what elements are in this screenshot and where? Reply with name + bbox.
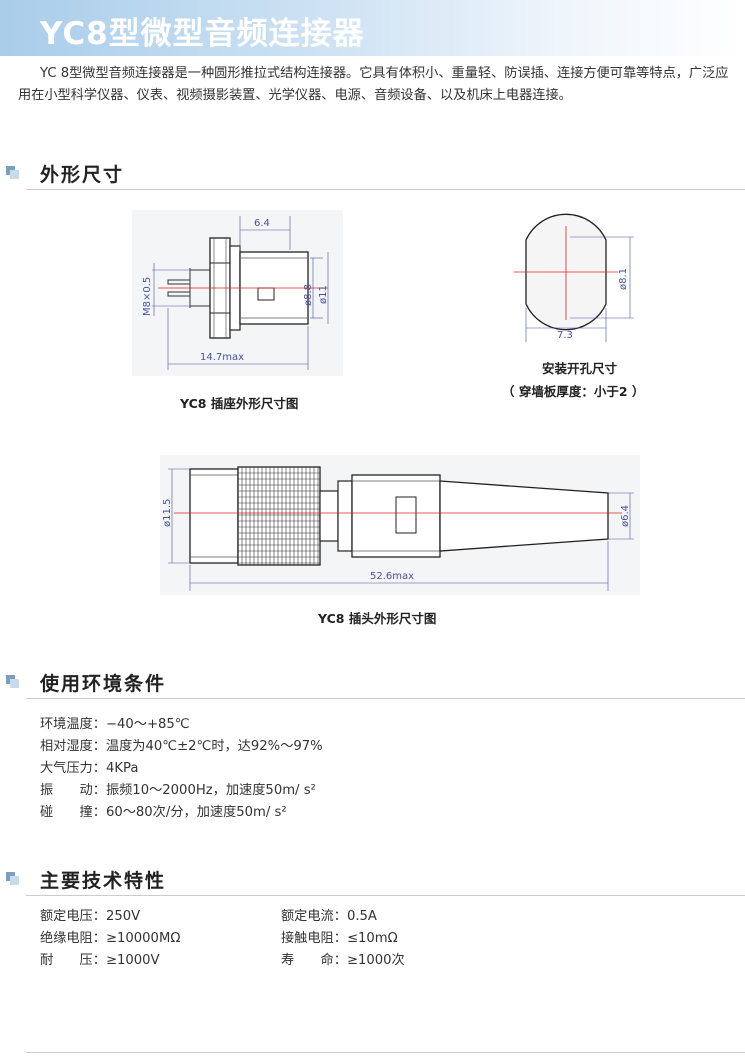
env-row: 大气压力：4KPa [40, 757, 138, 776]
env-label: 大气压力： [40, 761, 106, 776]
hole-caption: 安装开孔尺寸 [542, 361, 618, 376]
section-divider [26, 895, 745, 896]
env-value: 60～80次/分，加速度50m/ s² [105, 805, 287, 820]
intro-paragraph: YC 8型微型音频连接器是一种圆形推拉式结构连接器。它具有体积小、重量轻、防误插… [18, 66, 729, 103]
socket-caption: YC8 插座外形尺寸图 [180, 396, 299, 411]
tech-value: ≤10mΩ [346, 931, 398, 946]
section-divider [26, 189, 745, 190]
tech-value: ≥1000次 [346, 953, 405, 968]
tech-value: ≥10000MΩ [105, 931, 181, 946]
tech-label: 额定电流： [281, 909, 347, 924]
panel-hole-drawing: ø8.1 7.3 [500, 208, 640, 343]
tech-label: 额定电压： [40, 909, 106, 924]
section-bullet-icon [6, 675, 19, 688]
page-title: YC8型微型音频连接器 [40, 16, 365, 52]
tech-value: ≥1000V [105, 953, 160, 968]
tech-value: 0.5A [346, 909, 377, 924]
tech-row: 额定电流：0.5A [281, 905, 377, 924]
tech-row: 额定电压：250V [40, 905, 140, 924]
section-title: 外形尺寸 [40, 164, 125, 186]
hole-dia-label: ø8.1 [618, 268, 629, 290]
section-title: 主要技术特性 [40, 870, 167, 892]
socket-drawing: 6.4 M8×0.5 ø8.8 ø11 14.7max [132, 210, 343, 376]
section-bullet-icon [6, 166, 19, 179]
socket-length-label: 14.7max [200, 352, 244, 363]
socket-inner-dia-label: ø8.8 [303, 284, 314, 306]
env-value: 温度为40℃±2℃时，达92%～97% [105, 739, 323, 754]
env-row: 振 动：振频10～2000Hz，加速度50m/ s² [40, 779, 316, 798]
section-bullet-icon [6, 872, 19, 885]
env-row: 相对湿度：温度为40℃±2℃时，达92%～97% [40, 735, 323, 754]
hole-flat-label: 7.3 [557, 330, 573, 341]
tech-label: 绝缘电阻： [40, 931, 106, 946]
hole-note: （ 穿墙板厚度：小于2 ） [502, 384, 645, 399]
tech-row: 绝缘电阻：≥10000MΩ [40, 927, 180, 946]
env-value: 振频10～2000Hz，加速度50m/ s² [105, 783, 316, 798]
title-bar: YC8型微型音频连接器 [0, 0, 745, 56]
tech-row: 寿 命：≥1000次 [281, 949, 405, 968]
tech-label: 寿 命： [281, 953, 347, 968]
tech-row: 耐 压：≥1000V [40, 949, 160, 968]
env-label: 环境温度： [40, 717, 106, 732]
section-title: 使用环境条件 [40, 673, 167, 695]
tech-label: 接触电阻： [281, 931, 347, 946]
footer-divider [26, 1052, 745, 1053]
plug-body-dia-label: ø11.5 [162, 499, 173, 527]
knurl-pattern [238, 467, 320, 565]
socket-width-label: 6.4 [254, 218, 270, 229]
tech-label: 耐 压： [40, 953, 106, 968]
plug-caption: YC8 插头外形尺寸图 [318, 611, 437, 626]
env-value: −40～+85℃ [105, 717, 190, 732]
plug-drawing: ø11.5 ø6.4 52.6max [160, 455, 640, 595]
env-row: 碰 撞：60～80次/分，加速度50m/ s² [40, 801, 287, 820]
plug-length-label: 52.6max [370, 571, 414, 582]
env-label: 碰 撞： [40, 805, 106, 820]
env-label: 振 动： [40, 783, 106, 798]
tech-row: 接触电阻：≤10mΩ [281, 927, 398, 946]
env-value: 4KPa [105, 761, 139, 776]
socket-outer-dia-label: ø11 [318, 285, 329, 304]
env-label: 相对湿度： [40, 739, 106, 754]
section-divider [26, 698, 745, 699]
env-row: 环境温度：−40～+85℃ [40, 713, 190, 732]
tech-value: 250V [105, 909, 141, 924]
plug-tail-dia-label: ø6.4 [620, 505, 631, 527]
socket-thread-label: M8×0.5 [142, 277, 153, 316]
